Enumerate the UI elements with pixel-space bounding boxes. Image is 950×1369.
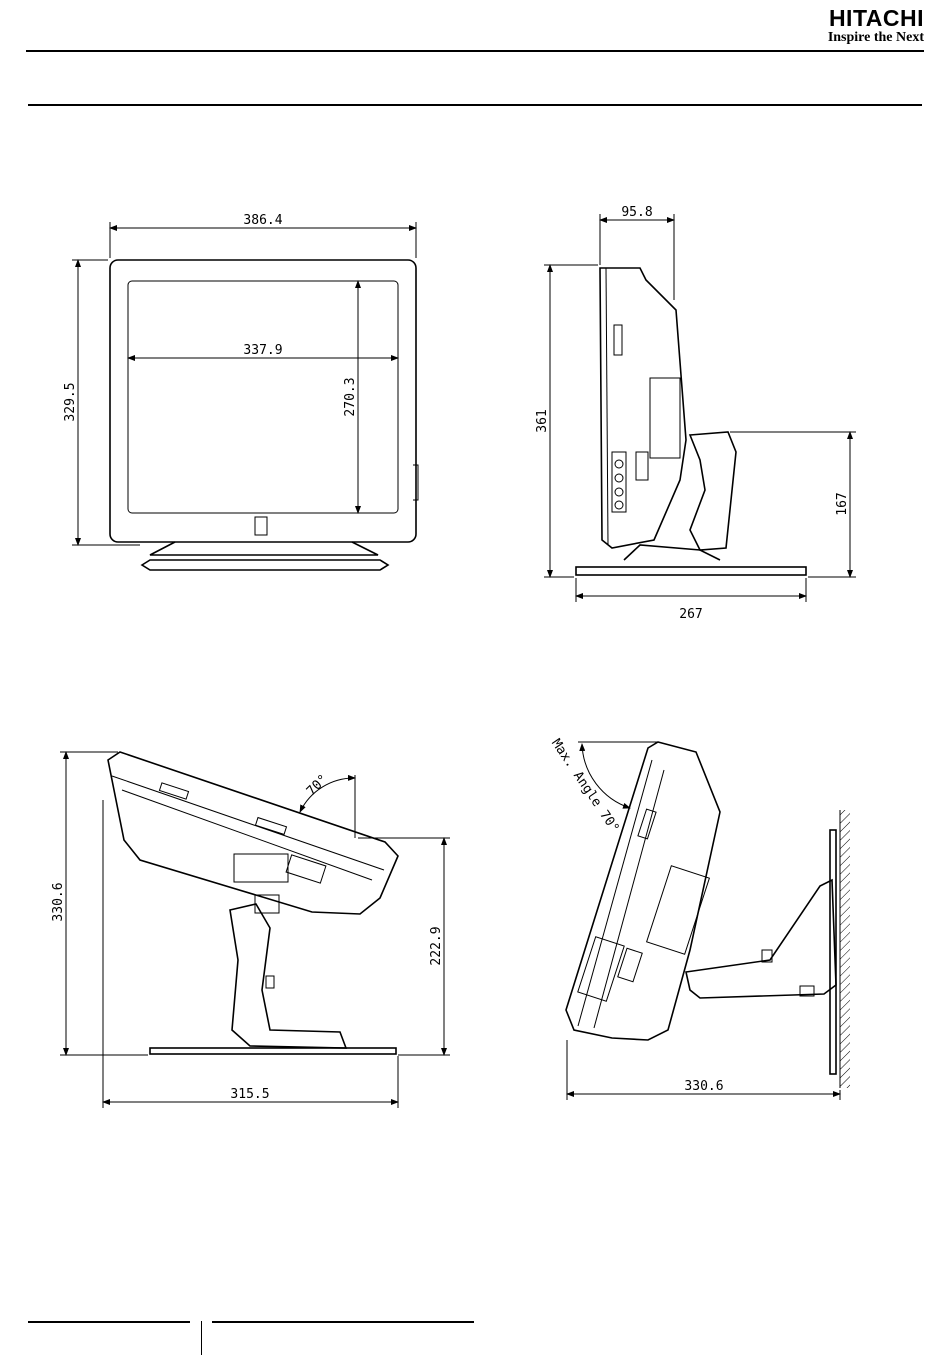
- side-depth-label: 95.8: [621, 205, 652, 220]
- front-stand-neck: [150, 542, 378, 555]
- wall-connector-panel: [578, 937, 624, 1001]
- tilt-pivot-height-label: 222.9: [429, 926, 444, 965]
- tilt-connector-panel: [234, 854, 288, 882]
- front-width-label: 386.4: [243, 213, 282, 228]
- side-stand-arm: [690, 432, 736, 550]
- wall-view: Max. Angle 70° 330.6: [548, 736, 850, 1100]
- wall-depth-label: 330.6: [684, 1079, 723, 1094]
- side-base-depth-label: 267: [679, 607, 702, 622]
- tilt-stand-arm: [230, 904, 346, 1048]
- side-base: [576, 567, 806, 575]
- tilt-height-label: 330.6: [51, 882, 66, 921]
- tilt-angle-label: 70°: [304, 772, 331, 799]
- side-monitor-body: [600, 268, 686, 548]
- side-height-label: 361: [535, 409, 550, 432]
- tilt-port-2: [255, 818, 286, 835]
- wall-arm: [686, 880, 836, 998]
- front-bezel: [110, 260, 416, 542]
- side-port-slot: [614, 325, 622, 355]
- front-base: [142, 560, 388, 570]
- side-mount: [650, 378, 680, 458]
- tilt-depth-label: 315.5: [230, 1087, 269, 1102]
- wall-hatching: [840, 810, 850, 1088]
- side-view: 95.8 361 167 267: [535, 205, 856, 622]
- tilt-base: [150, 1048, 396, 1054]
- touch-logo: [255, 517, 267, 535]
- screen-width-label: 337.9: [243, 343, 282, 358]
- tilt-view: 70° 330.6 222.9 315.5: [51, 752, 450, 1108]
- screen-height-label: 270.3: [343, 377, 358, 416]
- front-height-label: 329.5: [63, 382, 78, 421]
- front-view: 386.4 329.5 337.9 270.3: [63, 213, 418, 570]
- side-stand-height-label: 167: [835, 492, 850, 515]
- wall-angle-label: Max. Angle 70°: [548, 736, 622, 835]
- tilt-port-1: [159, 783, 188, 799]
